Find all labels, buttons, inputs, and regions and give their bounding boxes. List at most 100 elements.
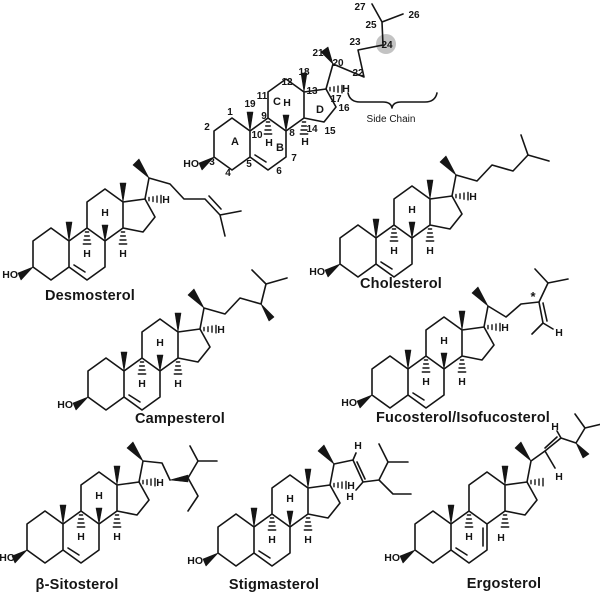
cholesterol-label-h: H: [408, 204, 416, 216]
ergosterol-label-h: H: [551, 421, 559, 433]
skeleton-label-10: 10: [251, 130, 263, 141]
c9-h-hashes: [263, 121, 273, 135]
skeleton-label-5: 5: [246, 159, 252, 170]
fucosterol-label-fucosterol-isofucosterol: Fucosterol/Isofucosterol: [376, 410, 550, 426]
structure-beta-sitosterol: H H H H HO β-Sitosterol: [0, 441, 218, 593]
campesterol-label-h: H: [217, 324, 225, 336]
desmosterol-label-ho: HO: [2, 269, 18, 281]
skeleton-label-6: 6: [276, 166, 282, 177]
stigmasterol-label-h: H: [347, 480, 355, 492]
c21-methyl-wedge: [187, 288, 205, 309]
c23-c24-bold-wedge: [169, 474, 189, 483]
skeleton-label-c: C: [273, 96, 281, 108]
desmosterol-label-h: H: [101, 207, 109, 219]
c9-h-hashes: [137, 361, 147, 375]
side-chain-bonds: [451, 134, 550, 197]
c14-h-hashes: [500, 514, 510, 528]
side-chain-bonds: [483, 268, 569, 335]
c24-methyl-wedge: [260, 303, 275, 322]
fucosterol-label-h: H: [422, 376, 430, 388]
c9-h-hashes: [464, 514, 474, 528]
sitosterol-label-β-sitosterol: β-Sitosterol: [36, 577, 119, 593]
side-chain-bonds: [138, 445, 218, 512]
skeleton-label-17: 17: [330, 94, 342, 105]
cholesterol-label-cholesterol: Cholesterol: [360, 276, 442, 292]
skeleton-label-22: 22: [352, 68, 364, 79]
c24-methyl-wedge: [575, 442, 590, 459]
campesterol-label-h: H: [138, 378, 146, 390]
desmosterol-label-h: H: [119, 248, 127, 260]
c9-h-hashes: [421, 359, 431, 373]
skeleton-label-12: 12: [281, 77, 293, 88]
cholesterol-label-ho: HO: [309, 266, 325, 278]
sitosterol-label-h: H: [156, 477, 164, 489]
stigmasterol-label-ho: HO: [187, 555, 203, 567]
c9-h-hashes: [267, 517, 277, 531]
sitosterol-label-h: H: [113, 531, 121, 543]
sitosterol-label-h: H: [95, 490, 103, 502]
fucosterol-label-ho: HO: [341, 397, 357, 409]
structure-ergosterol: H H H H HO Ergosterol: [384, 413, 600, 592]
skeleton-label-9: 9: [261, 111, 267, 122]
ergosterol-label-h: H: [497, 532, 505, 544]
ergosterol-label-ergosterol: Ergosterol: [467, 576, 542, 592]
skeleton-label-ho: HO: [183, 158, 199, 170]
side-chain-bonds: [199, 269, 288, 330]
c21-methyl-wedge: [317, 444, 335, 465]
skeleton-label-h: H: [301, 136, 309, 148]
skeleton-label-26: 26: [408, 10, 420, 21]
c9-h-hashes: [389, 228, 399, 242]
skeleton-label-2: 2: [204, 122, 210, 133]
c17-h-hashes: [148, 194, 162, 204]
c9-h-hashes: [82, 231, 92, 245]
skeleton-label-11: 11: [257, 91, 268, 102]
skeleton-label-20: 20: [332, 58, 344, 69]
c14-h-hashes: [425, 228, 435, 242]
c21-methyl-wedge: [471, 286, 489, 307]
skeleton-label-27: 27: [354, 2, 366, 13]
campesterol-label-h: H: [174, 378, 182, 390]
skeleton-label-b: B: [276, 142, 284, 154]
fucosterol-label-h: H: [458, 376, 466, 388]
cholesterol-label-h: H: [426, 245, 434, 257]
c21-methyl-wedge: [320, 46, 334, 65]
c14-h-hashes: [118, 231, 128, 245]
side-chain-brace: [347, 92, 438, 109]
skeleton-label-19: 19: [244, 99, 256, 110]
skeleton-label-8: 8: [289, 128, 295, 139]
c24-c28-double-bond: [542, 302, 548, 322]
ergosterol-label-ho: HO: [384, 552, 400, 564]
skeleton-label-21: 21: [312, 48, 324, 59]
skeleton-label-25: 25: [365, 20, 377, 31]
skeleton-label-23: 23: [349, 37, 361, 48]
fucosterol-label-h: H: [555, 327, 563, 339]
c17-h-hashes: [530, 477, 544, 487]
c14-h-hashes: [303, 517, 313, 531]
c24-highlight-circle: [376, 34, 396, 54]
fucosterol-label-h: H: [501, 322, 509, 334]
side-chain-bonds: [144, 177, 242, 237]
campesterol-label-ho: HO: [57, 399, 73, 411]
c17-h-hashes: [329, 84, 343, 94]
ergosterol-label-h: H: [555, 471, 563, 483]
c17-h-hashes: [142, 477, 156, 487]
skeleton-label-h: H: [342, 83, 350, 95]
stigmasterol-label-h: H: [354, 440, 362, 452]
ergosterol-label-h: H: [465, 531, 473, 543]
side-chain-bonds: [329, 443, 412, 495]
skeleton-label-24: 24: [381, 40, 393, 51]
sitosterol-label-h: H: [77, 531, 85, 543]
c21-methyl-wedge: [514, 441, 532, 462]
skeleton-label-d: D: [316, 104, 324, 116]
c22-c23-double-bond: [544, 436, 558, 449]
skeleton-label-18: 18: [298, 67, 310, 78]
skeleton-label-16: 16: [338, 103, 350, 114]
c14-h-hashes: [457, 359, 467, 373]
